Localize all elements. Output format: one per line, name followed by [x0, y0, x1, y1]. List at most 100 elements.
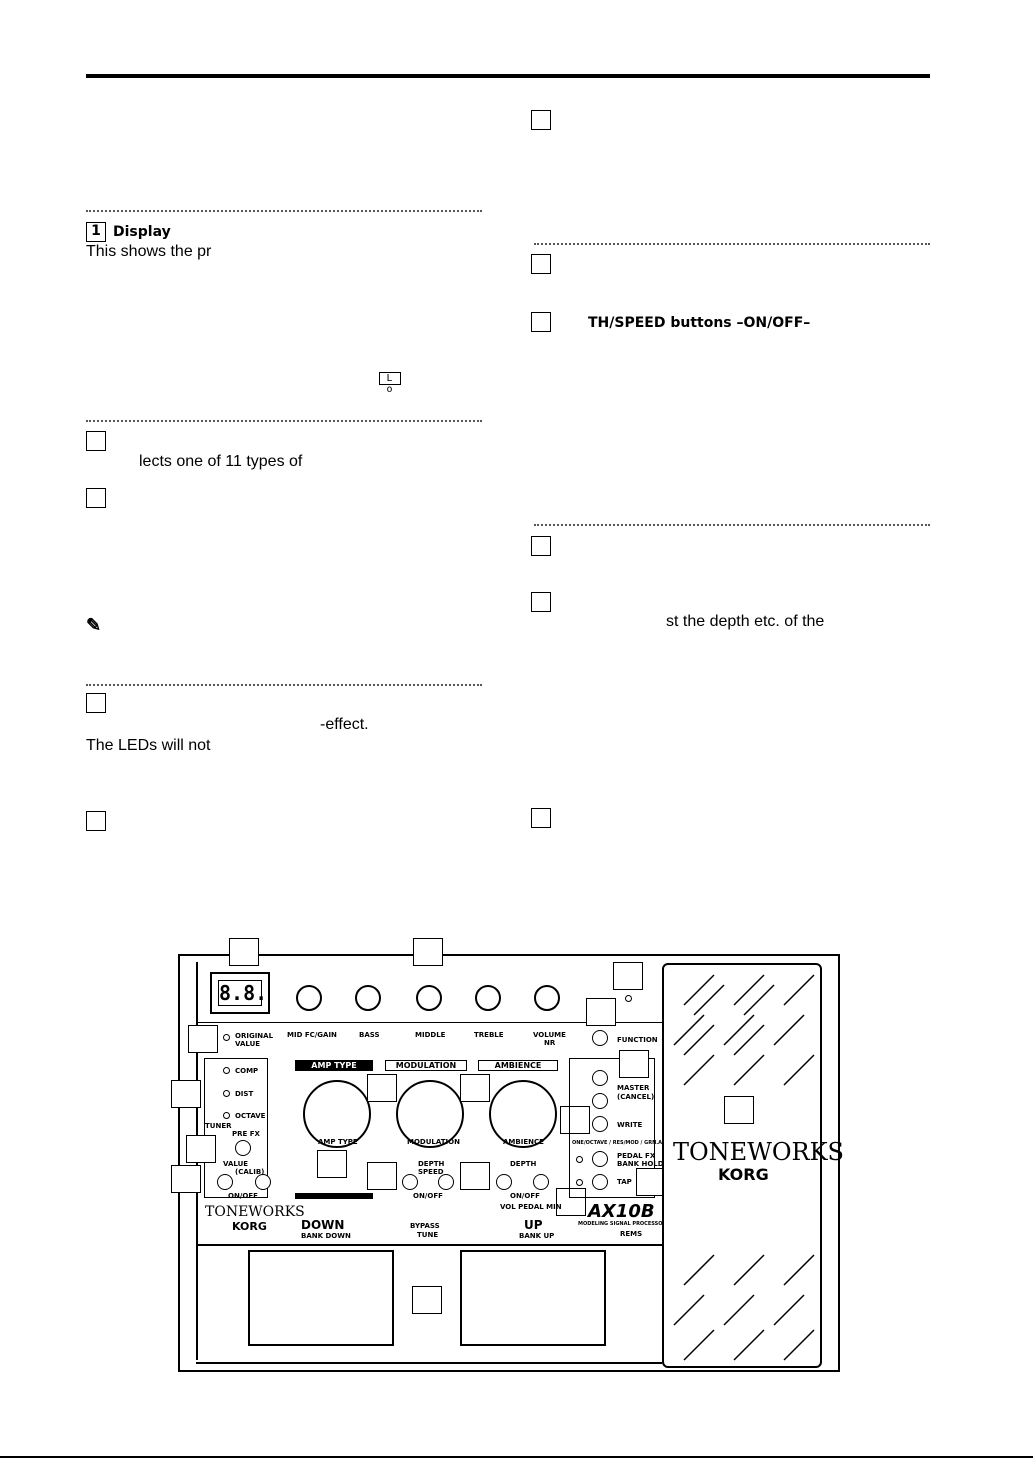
- octave-label: OCTAVE: [235, 1112, 266, 1120]
- volume-knob[interactable]: [534, 985, 560, 1011]
- korg-brand: KORG: [232, 1220, 267, 1233]
- tuner-label: TUNER: [205, 1122, 232, 1130]
- callout-box: [724, 1096, 754, 1124]
- amp-type-text: lects one of 11 types of: [139, 453, 303, 470]
- rems-logo: REMS: [620, 1230, 643, 1238]
- up-footswitch[interactable]: [460, 1250, 606, 1346]
- up-label: UP: [524, 1218, 543, 1232]
- amb-depth-down-button[interactable]: [496, 1174, 512, 1190]
- knob-label: BASS: [359, 1031, 380, 1039]
- down-label: DOWN: [301, 1218, 345, 1232]
- function-label: FUNCTION: [617, 1036, 658, 1044]
- master-up-button[interactable]: [592, 1070, 608, 1086]
- depth-text: st the depth etc. of the: [666, 613, 825, 630]
- callout-number-1: 1: [86, 222, 106, 242]
- dist-led: [223, 1090, 230, 1097]
- write-label: WRITE: [617, 1121, 643, 1129]
- value-label: VALUE: [223, 1160, 249, 1168]
- callout-box: [460, 1074, 490, 1102]
- value-up-button[interactable]: [255, 1174, 271, 1190]
- section-divider: [86, 210, 482, 214]
- depth-down-button[interactable]: [402, 1174, 418, 1190]
- callout-box: [412, 1286, 442, 1314]
- callout-box: [531, 110, 551, 130]
- effect-text: -effect.: [320, 716, 369, 733]
- bank-down-label: BANK DOWN: [301, 1232, 351, 1240]
- device-panel-divider: [196, 1244, 662, 1246]
- callout-box: [531, 592, 551, 612]
- callout-box: [367, 1162, 397, 1190]
- value-onoff-label: ON/OFF: [228, 1192, 258, 1200]
- treble-knob[interactable]: [475, 985, 501, 1011]
- ambience-dial[interactable]: [489, 1080, 557, 1148]
- pedal-fx-label: PEDAL FX: [617, 1152, 656, 1160]
- callout-box: [413, 938, 443, 966]
- pedal-korg-brand: KORG: [718, 1165, 769, 1184]
- prefx-button[interactable]: [235, 1140, 251, 1156]
- amp-dial-label: AMP TYPE: [318, 1138, 358, 1146]
- section-divider: [534, 524, 930, 528]
- callout-box: [171, 1080, 201, 1108]
- toneworks-brand: TONEWORKS: [205, 1204, 305, 1220]
- callout-box: [86, 811, 106, 831]
- tap-label: TAP: [617, 1178, 632, 1186]
- bypass-label: BYPASS: [410, 1222, 440, 1230]
- calib-label: (CALIB): [235, 1168, 265, 1176]
- comp-led: [223, 1067, 230, 1074]
- amp-type-section-bar: AMP TYPE: [295, 1060, 373, 1071]
- modulation-section-bar: MODULATION: [385, 1060, 467, 1071]
- octave-led: [223, 1112, 230, 1119]
- display-digits: 8.8.: [218, 980, 268, 1006]
- pedal-tread-pattern: [673, 974, 815, 1361]
- write-button[interactable]: [592, 1116, 608, 1132]
- led-indicator: [625, 995, 632, 1002]
- knob-label: MIDDLE: [415, 1031, 446, 1039]
- callout-box: [560, 1106, 590, 1134]
- tap-button[interactable]: [592, 1174, 608, 1190]
- amb-depth-up-button[interactable]: [533, 1174, 549, 1190]
- section-divider: [86, 684, 482, 688]
- device-frame-line: [196, 1362, 662, 1364]
- model-name: AX10B: [588, 1201, 655, 1222]
- callout-box: [186, 1135, 216, 1163]
- depth-up-button[interactable]: [438, 1174, 454, 1190]
- device-frame-line: [196, 1022, 662, 1023]
- middle-knob[interactable]: [416, 985, 442, 1011]
- function-button[interactable]: [592, 1030, 608, 1046]
- leds-text: The LEDs will not: [86, 737, 211, 754]
- tap-led: [576, 1179, 583, 1186]
- pedal-fx-button[interactable]: [592, 1151, 608, 1167]
- vol-pedal-min-label: VOL PEDAL MIN: [500, 1203, 562, 1211]
- depth-speed-heading: TH/SPEED buttons –ON/OFF–: [588, 315, 811, 331]
- callout-box: [171, 1165, 201, 1193]
- callout-box: [229, 938, 259, 966]
- mid-gain-knob[interactable]: [296, 985, 322, 1011]
- ambience-section-bar: AMBIENCE: [478, 1060, 558, 1071]
- bank-hold-label: BANK HOLD: [617, 1160, 664, 1168]
- note-pencil-icon: ✎: [86, 615, 102, 635]
- amb-dial-label: AMBIENCE: [503, 1138, 544, 1146]
- callout-box: [619, 1050, 649, 1078]
- callout-box: [531, 312, 551, 332]
- top-rule: [86, 74, 930, 78]
- value-down-button[interactable]: [217, 1174, 233, 1190]
- prefx-panel: [204, 1058, 268, 1198]
- expression-pedal[interactable]: [662, 963, 822, 1368]
- section-divider: [86, 420, 482, 424]
- callout-box: [531, 536, 551, 556]
- display-heading: Display: [113, 224, 171, 240]
- bass-knob[interactable]: [355, 985, 381, 1011]
- original-value-led: [223, 1034, 230, 1041]
- amp-type-dial[interactable]: [303, 1080, 371, 1148]
- down-footswitch[interactable]: [248, 1250, 394, 1346]
- master-down-button[interactable]: [592, 1093, 608, 1109]
- display-text: This shows the pr: [86, 243, 212, 260]
- model-subtitle: MODELING SIGNAL PROCESSOR: [578, 1221, 667, 1227]
- amb-depth-label: DEPTH: [510, 1160, 537, 1168]
- callout-box: [531, 808, 551, 828]
- callout-box: [531, 254, 551, 274]
- modulation-dial[interactable]: [396, 1080, 464, 1148]
- section-divider: [534, 243, 930, 247]
- chain-label: ONE/OCTAVE / RES/MOD / GRN.AMB: [572, 1140, 671, 1146]
- depth-onoff-label: ON/OFF: [413, 1192, 443, 1200]
